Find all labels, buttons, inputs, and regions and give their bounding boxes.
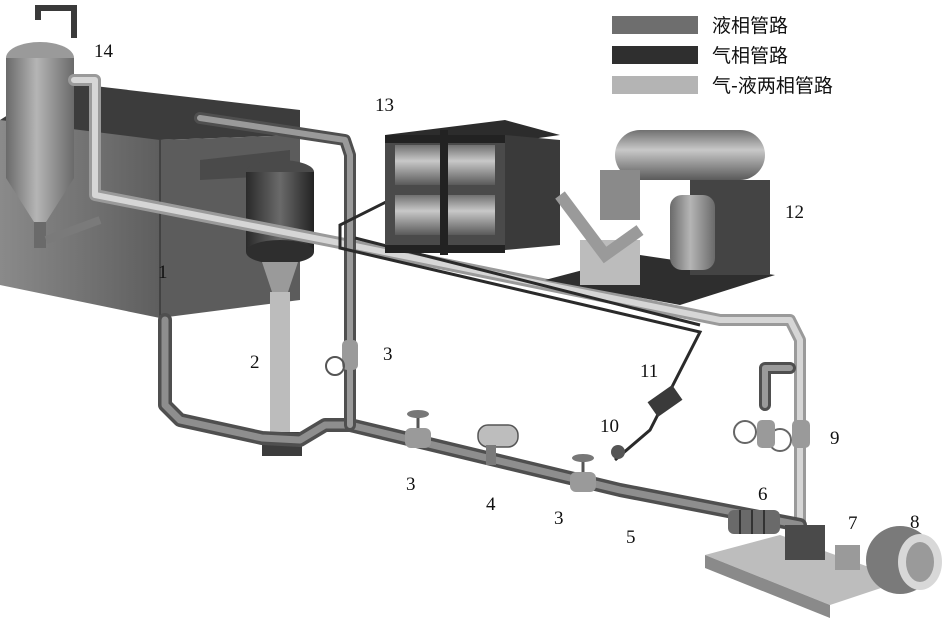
gas-cylinder-rack [385,120,560,255]
legend-item-gas: 气相管路 [612,45,788,67]
label-5: 5 [626,527,636,548]
label-4: 4 [486,494,496,515]
valve-3-left [405,410,431,448]
label-9: 9 [830,428,840,449]
label-13: 13 [375,95,394,116]
motor-8 [866,526,942,594]
label-7: 7 [848,513,858,534]
compressor-unit [545,130,775,305]
label-12: 12 [785,202,804,223]
flow-meter-4 [477,424,519,465]
separator-vessel [6,5,102,248]
gas-flow-meter-11 [647,385,683,417]
label-1: 1 [158,262,168,283]
test-pump-base [705,525,905,618]
valve-3-right [570,454,596,492]
label-2: 2 [250,352,260,373]
vertical-pump [246,160,314,456]
legend-swatch-gas [612,46,698,64]
mixer-6 [728,510,780,534]
label-11: 11 [640,361,658,382]
callout-labels: 1 2 3 3 4 3 5 10 11 6 7 8 9 12 13 14 [94,41,920,548]
legend-item-two-phase: 气-液两相管路 [612,75,833,97]
label-8: 8 [910,512,920,533]
legend-label-gas: 气相管路 [712,45,788,67]
label-6: 6 [758,484,768,505]
legend-swatch-two-phase [612,76,698,94]
label-3-right: 3 [554,508,564,529]
valves-9 [733,420,810,452]
label-3-upper: 3 [383,344,393,365]
legend-label-two-phase: 气-液两相管路 [712,75,833,97]
check-valve-10 [611,445,625,459]
liquid-pipeline [158,112,807,532]
legend-swatch-liquid [612,16,698,34]
label-10: 10 [600,416,619,437]
label-3-left: 3 [406,474,416,495]
valve-3-upper [325,340,358,376]
label-14: 14 [94,41,114,62]
legend-label-liquid: 液相管路 [712,15,788,37]
legend-item-liquid: 液相管路 [612,15,788,37]
legend: 液相管路 气相管路 气-液两相管路 [612,15,833,97]
